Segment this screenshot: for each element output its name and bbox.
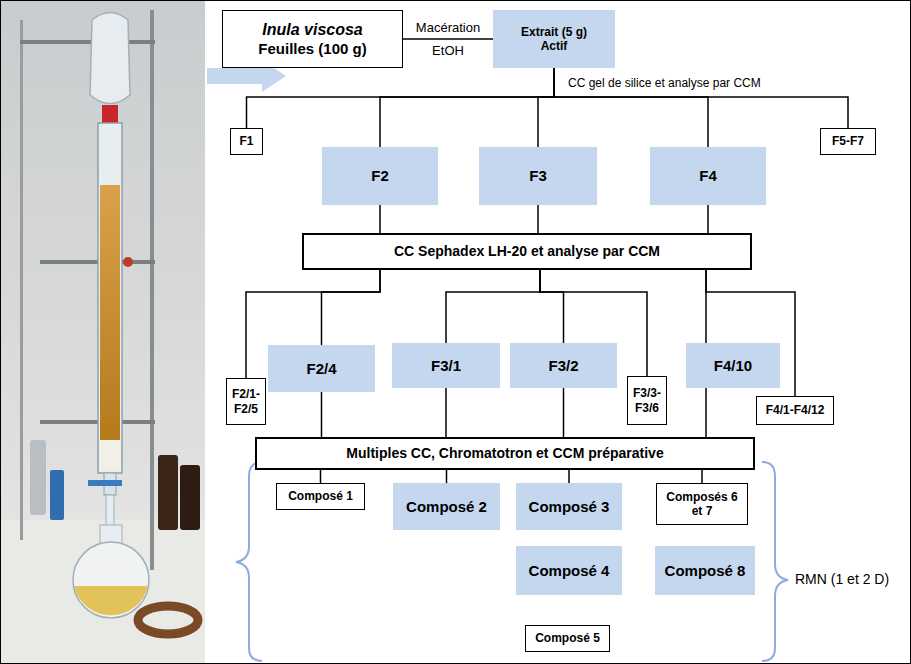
connector-line (445, 388, 447, 437)
process-box: Multiples CC, Chromatotron et CCM prépar… (255, 437, 755, 470)
node-text: F4/10 (690, 357, 776, 375)
subfraction-box: F3/2 (510, 343, 617, 388)
node-text: Composé 5 (530, 631, 605, 645)
stopcock-key (88, 480, 122, 486)
lab-photo (0, 0, 205, 664)
node-text: Composé 8 (659, 562, 751, 580)
subfraction-box: F2/4 (268, 345, 375, 392)
connector-line (538, 68, 554, 147)
node-text: F3/3-F3/6 (632, 386, 662, 415)
fraction-box: F2 (322, 147, 438, 205)
bench-surface (0, 520, 205, 664)
node-text: F4/1-F4/12 (761, 403, 829, 417)
column-eluent (100, 185, 120, 440)
amber-bottle (180, 465, 200, 530)
node-text: F5-F7 (825, 134, 871, 148)
node-text: Multiples CC, Chromatotron et CCM prépar… (261, 445, 749, 462)
solvent-reservoir (90, 13, 130, 104)
clamp-knob (123, 257, 133, 267)
solvent-label: EtOH (432, 43, 464, 59)
node-text: Composé 1 (281, 489, 360, 503)
node-text: F2/4 (272, 360, 371, 378)
subfraction-box: F4/10 (686, 343, 780, 388)
extract-box: Extrait (5 g)Actif (493, 10, 615, 68)
flask-extract (74, 586, 148, 615)
node-text: Feuilles (100 g) (227, 40, 398, 58)
connector-line (321, 392, 323, 437)
reservoir-cap (102, 105, 118, 123)
subfraction-box: F3/3-F3/6 (627, 376, 667, 425)
compound-box: Composés 6 et 7 (656, 483, 748, 525)
node-text: F3/2 (514, 357, 613, 375)
silica-bed (100, 440, 120, 470)
node-text: F1 (235, 134, 258, 148)
compound-box: Composé 4 (516, 546, 622, 595)
node-text: Composés 6 et 7 (661, 490, 743, 519)
node-text: F3 (483, 167, 593, 185)
photo-background (0, 0, 205, 664)
subfraction-box: F3/1 (392, 343, 500, 388)
connector-line (380, 68, 554, 147)
subfraction-box: F4/1-F4/12 (756, 396, 834, 425)
node-text: Inula viscosa (227, 20, 398, 39)
connector-line (247, 68, 555, 128)
subfraction-box: F2/1-F2/5 (226, 378, 266, 425)
compound-box: Composé 8 (655, 546, 755, 595)
node-text: Composé 2 (397, 498, 496, 516)
connector-line (379, 205, 381, 233)
fraction-box: F5-F7 (820, 128, 876, 155)
connector-line (701, 470, 703, 483)
node-text: F4 (654, 167, 762, 185)
node-text: Extrait (5 g) (497, 25, 611, 39)
clamp-arm (20, 40, 155, 44)
solvent-bottle (30, 440, 46, 515)
edge-label: Macération (416, 20, 480, 36)
node-text: F2 (326, 167, 434, 185)
source-box: Inula viscosaFeuilles (100 g) (222, 10, 403, 68)
solvent-bottle (50, 470, 64, 520)
curly-bracket (236, 462, 262, 661)
node-text: Composé 4 (520, 562, 618, 580)
curly-bracket (762, 462, 788, 661)
connector-line (563, 388, 565, 437)
compound-box: Composé 1 (276, 483, 365, 510)
fraction-box: F3 (479, 147, 597, 205)
connector-line (707, 205, 709, 233)
node-text: F2/1-F2/5 (231, 387, 261, 416)
node-text: Composé 3 (520, 498, 618, 516)
node-text: F3/1 (396, 357, 496, 375)
connector-line (705, 388, 707, 437)
cork-ring (138, 606, 198, 634)
analysis-label: RMN (1 et 2 D) (795, 571, 889, 588)
fraction-box: F4 (650, 147, 766, 205)
connector-line (568, 470, 570, 483)
connector-line (322, 270, 381, 345)
node-text: CC Sephadex LH-20 et analyse par CCM (308, 243, 746, 260)
fraction-box: F1 (230, 128, 263, 155)
node-text: Actif (497, 39, 611, 53)
glass-column (98, 123, 122, 473)
connector-line (446, 470, 448, 483)
compound-box: Composé 2 (393, 483, 500, 530)
connector-line (403, 38, 493, 40)
method-label: CC gel de silice et analyse par CCM (568, 76, 761, 90)
round-flask (73, 542, 149, 618)
connector-line (446, 270, 540, 343)
connector-line (537, 205, 539, 233)
compound-box: Composé 3 (516, 483, 622, 530)
connector-line (540, 270, 564, 343)
connector-line (320, 470, 322, 483)
stand-rod (20, 20, 23, 540)
amber-bottle (158, 455, 178, 530)
connector-line (554, 68, 848, 128)
process-box: CC Sephadex LH-20 et analyse par CCM (302, 233, 752, 270)
compound-box: Composé 5 (525, 625, 610, 652)
stand-rod (150, 10, 154, 570)
